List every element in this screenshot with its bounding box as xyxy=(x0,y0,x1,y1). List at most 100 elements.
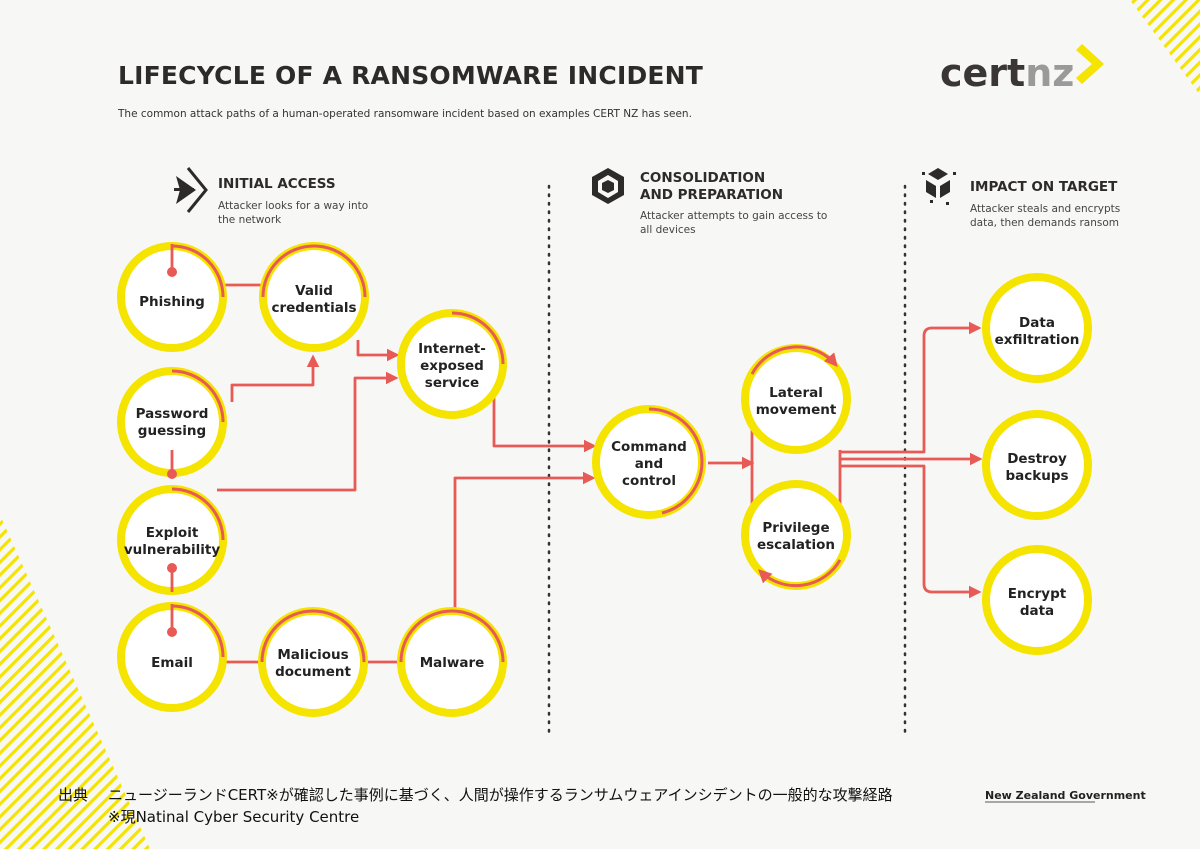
node-email: Email xyxy=(117,602,227,712)
node-label: Command xyxy=(611,439,687,455)
path-password-valid xyxy=(230,354,320,402)
svg-text:Malware: Malware xyxy=(420,655,485,671)
node-arc xyxy=(171,604,225,658)
node-label: Malicious xyxy=(277,647,348,663)
stage-desc-line: Attacker looks for a way into xyxy=(218,200,368,212)
path-start-dot xyxy=(167,469,177,479)
node-label: and xyxy=(635,456,663,472)
nz-government-logo: New Zealand Government xyxy=(985,789,1146,802)
node-label: Password xyxy=(136,406,209,422)
stage-impact: IMPACT ON TARGET Attacker steals and enc… xyxy=(922,168,1120,229)
node-label: guessing xyxy=(138,423,206,439)
node-label: Privilege xyxy=(762,520,829,536)
path-internet-c2 xyxy=(492,395,597,453)
node-label: Email xyxy=(151,655,193,671)
footer-source-label: 出典 xyxy=(58,786,88,804)
path-start-dot xyxy=(167,627,177,637)
page-title: LIFECYCLE OF A RANSOMWARE INCIDENT xyxy=(118,61,703,90)
hexagon-target-icon xyxy=(592,168,624,204)
stage-desc-line: the network xyxy=(218,214,282,226)
stage-title: INITIAL ACCESS xyxy=(218,176,336,192)
node-label: backups xyxy=(1005,468,1068,484)
stage-desc-line: Attacker steals and encrypts xyxy=(970,203,1120,215)
node-arc xyxy=(171,244,225,298)
footer-source-text: ニュージーランドCERT※が確認した事例に基づく、人間が操作するランサムウェアイ… xyxy=(108,786,893,804)
node-label: Valid xyxy=(295,283,333,299)
stage-title: CONSOLIDATION xyxy=(640,170,765,186)
node-arc xyxy=(648,407,704,515)
footer-note: ※現Natinal Cyber Security Centre xyxy=(108,808,359,826)
node-label: Data xyxy=(1019,315,1055,331)
corner-stripes-top-right xyxy=(1130,0,1200,95)
node-label: Encrypt xyxy=(1008,586,1067,602)
path-to-exfiltration xyxy=(840,321,982,454)
node-arc xyxy=(261,244,367,298)
node-label: Internet- xyxy=(418,341,486,357)
node-label: Exploit xyxy=(146,525,199,541)
network-access-icon xyxy=(174,167,208,213)
attack-paths xyxy=(215,283,983,664)
stage-desc-line: Attacker attempts to gain access to xyxy=(640,210,827,222)
node-label: exfiltration xyxy=(995,332,1080,348)
node-arc xyxy=(750,345,838,375)
path-start-dot xyxy=(167,563,177,573)
node-label: credentials xyxy=(271,300,356,316)
node-label: Malware xyxy=(420,655,485,671)
stage-consolidation: CONSOLIDATION AND PREPARATION Attacker a… xyxy=(592,168,827,236)
svg-text:certnz: certnz xyxy=(940,51,1074,95)
path-exploit-internet xyxy=(217,371,399,492)
node-label: Lateral xyxy=(769,385,823,401)
corner-stripes-bottom-left xyxy=(0,515,150,849)
node-label: Destroy xyxy=(1007,451,1067,467)
node-arc xyxy=(399,609,505,663)
path-malware-c2 xyxy=(453,471,596,612)
page-subtitle: The common attack paths of a human-opera… xyxy=(117,108,692,120)
node-label: movement xyxy=(756,402,837,418)
node-label: vulnerability xyxy=(124,542,221,558)
path-valid-internet xyxy=(356,340,400,362)
node-label: exposed xyxy=(420,358,484,374)
stage-desc-line: data, then demands ransom xyxy=(970,217,1119,229)
node-phishing: Phishing xyxy=(117,242,227,352)
broken-cube-icon xyxy=(922,168,956,205)
node-label: control xyxy=(622,473,676,489)
node-label: Phishing xyxy=(139,294,205,310)
node-arc xyxy=(260,609,366,663)
node-label: escalation xyxy=(757,537,835,553)
node-arc xyxy=(451,311,505,365)
node-label: document xyxy=(275,664,351,680)
node-label: service xyxy=(425,375,479,391)
stage-title: AND PREPARATION xyxy=(640,187,783,203)
node-arc xyxy=(171,487,225,541)
path-start-dot xyxy=(167,267,177,277)
stage-initial-access: INITIAL ACCESS Attacker looks for a way … xyxy=(174,167,368,226)
node-arc xyxy=(758,559,842,588)
svg-text:Email: Email xyxy=(151,655,193,671)
cert-nz-logo: certnz xyxy=(940,44,1104,95)
svg-text:Phishing: Phishing xyxy=(139,294,205,310)
node-label: data xyxy=(1020,603,1054,619)
path-to-encrypt xyxy=(840,464,982,599)
